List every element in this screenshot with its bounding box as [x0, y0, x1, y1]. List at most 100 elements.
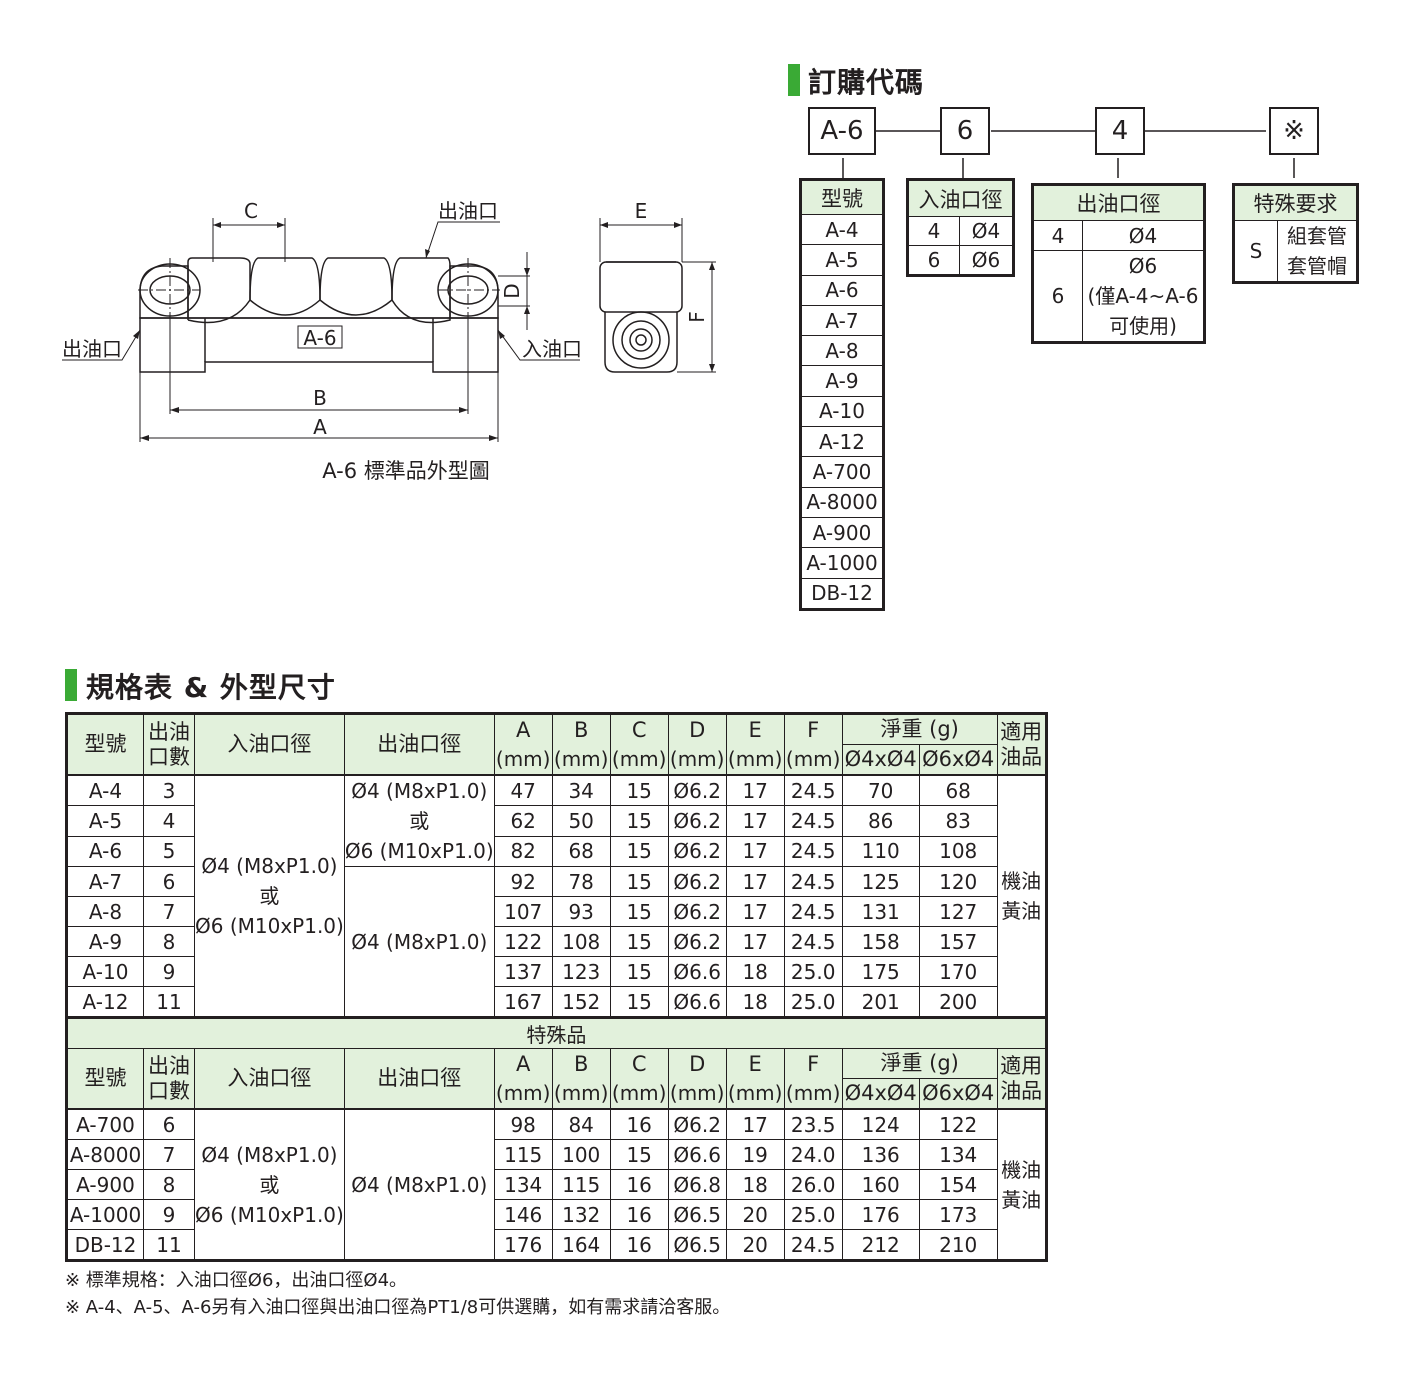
cell-b: 108	[551, 926, 611, 957]
drawing-caption: A-6 標準品外型圖	[322, 459, 490, 483]
cell-a: 82	[493, 835, 553, 868]
cell-c: 16	[609, 1169, 669, 1200]
cell-sp-oil: 機油黃油	[996, 1108, 1047, 1261]
inlet-code-4: 4	[907, 216, 960, 246]
cell-weight-64: 210	[918, 1229, 998, 1261]
cell-e: 17	[725, 926, 785, 957]
cell-f: 24.5	[783, 805, 843, 837]
code-box-inlet: 6	[940, 107, 990, 155]
special-code: S	[1233, 220, 1278, 283]
cell-outlets: 5	[143, 835, 195, 868]
cell-d: Ø6.2	[667, 896, 727, 927]
cell-e: 17	[725, 866, 785, 897]
outlet-value-6-line1: Ø6	[1128, 254, 1158, 278]
cell-d: Ø6.2	[667, 1108, 727, 1140]
cell-e: 17	[725, 1108, 785, 1140]
model-options-header: 型號	[800, 179, 884, 215]
cell-a: 146	[493, 1199, 553, 1230]
cell-weight-44: 160	[841, 1169, 920, 1200]
cell-e: 18	[725, 956, 785, 987]
cell-c: 15	[609, 1139, 669, 1170]
cell-weight-64: 108	[918, 835, 998, 868]
special-value: 組套管 套管帽	[1277, 220, 1358, 283]
cell-sp-inlet-line: Ø4 (M8xP1.0)	[201, 1142, 338, 1167]
cell-weight-64: 83	[918, 805, 998, 837]
sp-weight-64-header: Ø6xØ4	[918, 1078, 998, 1110]
cell-model: A-7	[66, 866, 144, 897]
cell-a: 167	[493, 986, 553, 1018]
cell-std-outlet-a-line: Ø6 (M10xP1.0)	[344, 839, 494, 863]
std-dim-a-header: A	[493, 713, 553, 745]
cell-std-oil-line: 黃油	[1001, 899, 1042, 923]
std-dim-f-unit: (mm)	[783, 744, 843, 776]
std-dim-f-header: F	[783, 713, 843, 745]
model-option: A-6	[800, 274, 884, 306]
cell-f: 24.5	[783, 926, 843, 957]
cell-f: 24.5	[783, 835, 843, 868]
cell-outlets: 9	[143, 1199, 195, 1230]
cell-f: 26.0	[783, 1169, 843, 1200]
cell-b: 34	[551, 774, 611, 807]
cell-c: 15	[609, 896, 669, 927]
cell-c: 15	[609, 926, 669, 957]
cell-c: 15	[609, 866, 669, 897]
std-outlets-header: 出油口數	[143, 713, 195, 776]
cell-weight-44: 125	[841, 866, 920, 897]
cell-model: A-8000	[66, 1139, 144, 1170]
cell-weight-44: 86	[841, 805, 920, 837]
cell-b: 93	[551, 896, 611, 927]
sp-dim-d-unit: (mm)	[667, 1078, 727, 1110]
inlet-label: 入油口	[522, 337, 582, 361]
cell-e: 20	[725, 1199, 785, 1230]
cell-weight-64: 127	[918, 896, 998, 927]
cell-model: A-4	[66, 774, 144, 807]
outlet-label-top: 出油口	[438, 199, 498, 223]
inlet-value-6: Ø6	[959, 245, 1014, 276]
cell-outlets: 7	[143, 1139, 195, 1170]
special-value-line1: 組套管	[1287, 224, 1347, 248]
cell-weight-44: 212	[841, 1229, 920, 1261]
std-outlet-header: 出油口徑	[343, 713, 495, 776]
cell-std-oil: 機油黃油	[996, 774, 1047, 1018]
std-oil-header-line2: 油品	[1000, 744, 1043, 769]
std-dim-b-header: B	[551, 713, 611, 745]
cell-weight-64: 68	[918, 774, 998, 807]
outlet-value-6: Ø6 (僅A-4~A-6 可使用)	[1082, 250, 1205, 343]
cell-std-inlet-line: Ø6 (M10xP1.0)	[195, 914, 344, 938]
cell-b: 50	[551, 805, 611, 837]
cell-a: 98	[493, 1108, 553, 1140]
sp-dim-e-header: E	[725, 1048, 785, 1079]
note-1: ※ 標準規格：入油口徑Ø6，出油口徑Ø4。	[65, 1270, 408, 1291]
cell-d: Ø6.6	[667, 956, 727, 987]
sp-weight-44-header: Ø4xØ4	[841, 1078, 920, 1110]
cell-weight-64: 157	[918, 926, 998, 957]
cell-std-inlet-line: 或	[259, 884, 280, 908]
cell-std-outlet-a-line: 或	[409, 809, 430, 833]
cell-f: 23.5	[783, 1108, 843, 1140]
dim-d-label: D	[500, 283, 524, 298]
cell-e: 17	[725, 805, 785, 837]
cell-a: 115	[493, 1139, 553, 1170]
order-code-connectors	[842, 130, 1295, 178]
cell-f: 25.0	[783, 956, 843, 987]
cell-weight-44: 70	[841, 774, 920, 807]
cell-outlets: 9	[143, 956, 195, 987]
sp-outlets-header: 出油口數	[143, 1048, 195, 1110]
model-option: A-10	[800, 395, 884, 428]
inlet-code-6: 6	[907, 245, 960, 276]
note-2: ※ A-4、A-5、A-6另有入油口徑與出油口徑為PT1/8可供選購，如有需求請…	[65, 1297, 731, 1318]
cell-c: 15	[609, 986, 669, 1018]
sp-dim-c-header: C	[609, 1048, 669, 1079]
code-box-outlet: 4	[1095, 107, 1145, 155]
dim-a-label: A	[313, 415, 327, 439]
